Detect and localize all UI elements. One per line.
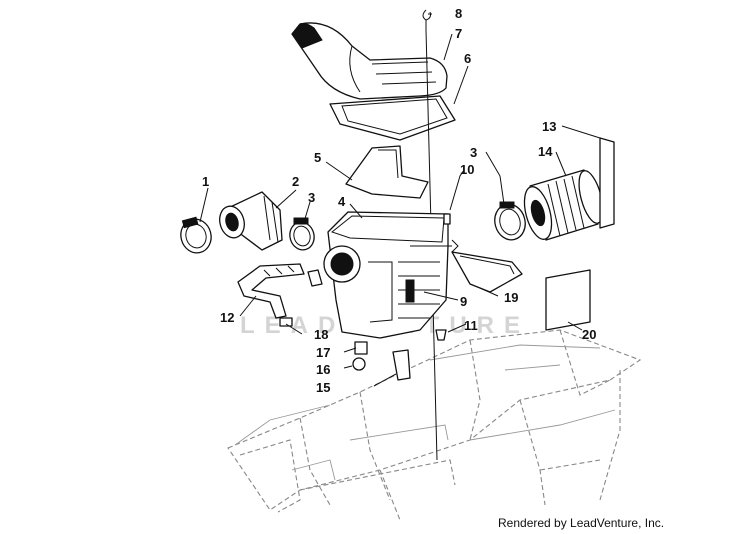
callout-19: 19 <box>504 290 518 305</box>
intake-duct <box>291 22 448 100</box>
leader-lines <box>199 13 601 387</box>
callout-15: 15 <box>316 380 330 395</box>
top-gasket <box>329 95 456 141</box>
callout-20: 20 <box>582 327 596 342</box>
filter-wrap-panel <box>599 137 615 229</box>
callout-13: 13 <box>542 119 556 134</box>
callout-17: 17 <box>316 345 330 360</box>
clamp-right <box>494 201 526 241</box>
callout-7: 7 <box>455 26 462 41</box>
hose-clamps <box>279 269 323 327</box>
callout-5: 5 <box>314 150 321 165</box>
callout-2: 2 <box>292 174 299 189</box>
callout-11: 11 <box>464 318 478 333</box>
render-credit: Rendered by LeadVenture, Inc. <box>498 516 664 530</box>
callout-10: 10 <box>460 162 474 177</box>
callout-1: 1 <box>202 174 209 189</box>
callout-16: 16 <box>316 362 330 377</box>
rubber-boot <box>219 191 283 251</box>
callout-8: 8 <box>455 6 462 21</box>
callout-numbers: 1 2 3 4 5 6 7 8 9 10 11 12 13 14 15 16 1… <box>202 6 596 395</box>
callout-3-left: 3 <box>308 190 315 205</box>
clamp-left <box>180 216 212 254</box>
mount-bracket <box>451 251 523 293</box>
callout-6: 6 <box>464 51 471 66</box>
callout-3-right: 3 <box>470 145 477 160</box>
air-filter <box>523 169 604 241</box>
airbox-body <box>327 211 449 339</box>
callout-12: 12 <box>220 310 234 325</box>
atv-frame <box>227 329 642 521</box>
callout-4: 4 <box>338 194 346 209</box>
callout-14: 14 <box>538 144 553 159</box>
drain-parts <box>352 341 411 381</box>
decal-sheet <box>545 269 591 331</box>
airbox-inlet <box>323 245 361 283</box>
screws <box>435 213 451 341</box>
callout-9: 9 <box>460 294 467 309</box>
clamp-middle <box>289 217 315 251</box>
cover-gasket <box>345 145 429 199</box>
breather-hose <box>237 263 305 319</box>
callout-18: 18 <box>314 327 328 342</box>
